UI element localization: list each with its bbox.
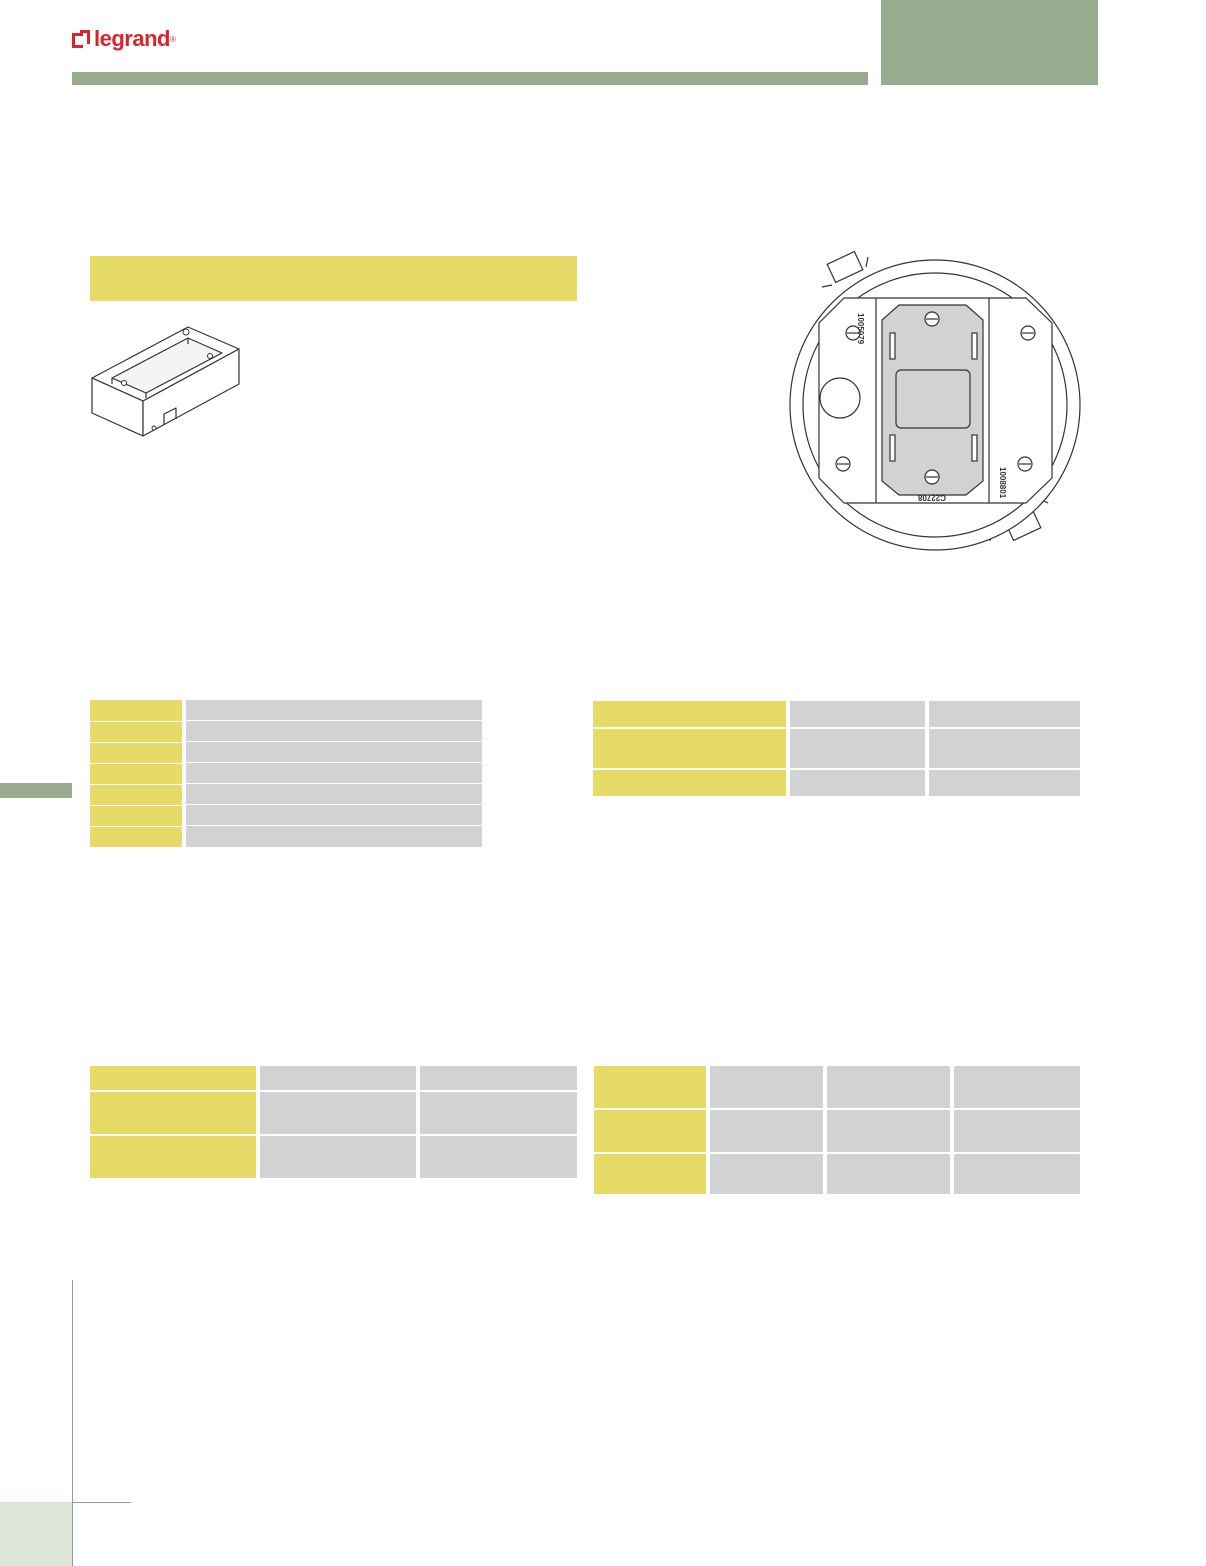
spec-table-3	[90, 1066, 577, 1178]
table-cell	[260, 1134, 416, 1178]
legrand-logo-mark-icon	[72, 30, 90, 48]
table-cell	[594, 1066, 706, 1108]
table-cell	[929, 768, 1080, 796]
table-row	[90, 742, 482, 763]
table-cell	[420, 1134, 577, 1178]
table-cell	[186, 805, 482, 826]
table-cell	[420, 1066, 577, 1090]
table-row	[593, 768, 1080, 796]
floor-box-drawing: 1005079 1008801 C22708	[789, 250, 1081, 551]
table-row	[90, 1134, 577, 1178]
table-cell	[186, 784, 482, 805]
table-row	[90, 826, 482, 847]
table-cell	[594, 1108, 706, 1152]
left-part-label: 1005079	[856, 313, 865, 345]
table-row	[594, 1066, 1080, 1108]
table-cell	[90, 1066, 256, 1090]
table-cell	[929, 701, 1080, 727]
table-cell	[186, 742, 482, 763]
table-cell	[593, 768, 786, 796]
table-cell	[790, 701, 925, 727]
spec-table-4	[594, 1066, 1080, 1194]
table-row	[593, 727, 1080, 768]
header-rule	[72, 72, 868, 85]
bottom-part-label: C22708	[917, 493, 946, 502]
table-cell	[186, 763, 482, 784]
table-cell	[929, 727, 1080, 768]
table-cell	[90, 1134, 256, 1178]
table-cell	[593, 727, 786, 768]
table-row	[594, 1108, 1080, 1152]
table-cell	[186, 700, 482, 721]
table-cell	[827, 1152, 950, 1194]
table-cell	[90, 1090, 256, 1134]
table-row	[594, 1152, 1080, 1194]
side-tab	[0, 783, 72, 798]
table-cell	[260, 1066, 416, 1090]
table-cell	[420, 1090, 577, 1134]
table-row	[90, 1090, 577, 1134]
table-row	[90, 700, 482, 721]
table-row	[90, 1066, 577, 1090]
table-cell	[90, 805, 182, 826]
logo-text: legrand	[94, 26, 170, 51]
table-cell	[186, 826, 482, 847]
table-row	[90, 805, 482, 826]
table-cell	[90, 763, 182, 784]
table-cell	[827, 1066, 950, 1108]
box-product-drawing	[91, 326, 240, 437]
spec-table-1	[90, 700, 482, 847]
table-cell	[90, 721, 182, 742]
footer-horizontal-rule	[72, 1502, 131, 1503]
table-row	[593, 701, 1080, 727]
table-cell	[90, 826, 182, 847]
table-cell	[710, 1066, 823, 1108]
table-cell	[90, 784, 182, 805]
table-cell	[90, 700, 182, 721]
spec-table-2	[593, 701, 1080, 796]
right-part-label: 1008801	[998, 467, 1007, 499]
section-banner	[90, 256, 577, 301]
table-cell	[790, 768, 925, 796]
footer-vertical-rule	[72, 1280, 73, 1566]
table-cell	[593, 701, 786, 727]
footer-panel	[0, 1502, 72, 1566]
table-cell	[594, 1152, 706, 1194]
table-cell	[710, 1152, 823, 1194]
table-cell	[260, 1090, 416, 1134]
table-cell	[186, 721, 482, 742]
table-row	[90, 721, 482, 742]
table-cell	[954, 1066, 1080, 1108]
legrand-logo: legrand ®	[72, 26, 212, 52]
table-row	[90, 784, 482, 805]
section-tab	[881, 0, 1098, 85]
table-cell	[954, 1152, 1080, 1194]
table-cell	[954, 1108, 1080, 1152]
table-cell	[710, 1108, 823, 1152]
table-cell	[90, 742, 182, 763]
table-row	[90, 763, 482, 784]
table-cell	[827, 1108, 950, 1152]
table-cell	[790, 727, 925, 768]
registered-mark: ®	[169, 34, 176, 44]
